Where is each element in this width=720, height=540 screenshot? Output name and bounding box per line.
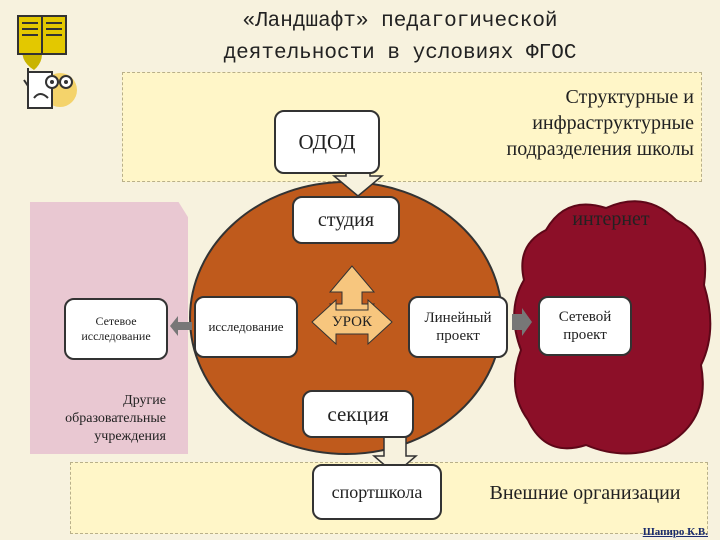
node-section-label: секция xyxy=(327,401,389,426)
node-network-project-label: Сетевой проект xyxy=(558,309,612,343)
node-lesson: УРОК xyxy=(326,314,378,331)
node-section: секция xyxy=(302,390,414,438)
other-institutions-line-2: образовательные xyxy=(65,411,166,426)
node-research-label: исследование xyxy=(208,319,284,334)
structural-line-1: Структурные и xyxy=(565,86,694,108)
node-network-project: Сетевой проект xyxy=(538,296,632,356)
author-signature: Шапиро К.В. xyxy=(642,526,708,538)
arrow-right xyxy=(512,308,532,336)
node-linear-project: Линейный проект xyxy=(408,296,508,358)
node-research: исследование xyxy=(194,296,298,358)
page-title: «Ландшафт» педагогической деятельности в… xyxy=(120,6,680,70)
structural-line-3: подразделения школы xyxy=(506,138,695,160)
node-studio-label: студия xyxy=(317,208,375,231)
node-network-research-label: Сетевое исследование xyxy=(81,314,151,343)
node-odod: ОДОД xyxy=(274,110,380,174)
node-studio: студия xyxy=(292,196,400,244)
node-linear-project-label: Линейный проект xyxy=(424,310,492,344)
structural-line-2: инфраструктурные xyxy=(532,112,694,134)
arrow-horizontal xyxy=(311,298,393,346)
node-odod-label: ОДОД xyxy=(298,129,356,154)
title-line-2: деятельности в условиях ФГОС xyxy=(223,42,577,65)
node-external-label: Внешние организации xyxy=(489,482,681,504)
arrow-left xyxy=(170,316,192,336)
node-structural: Структурные и инфраструктурные подраздел… xyxy=(448,84,695,162)
node-other-institutions: Другие образовательные учреждения xyxy=(34,392,166,446)
title-line-1: «Ландшафт» педагогической xyxy=(242,10,558,33)
other-institutions-line-3: учреждения xyxy=(94,429,166,444)
node-internet: интернет xyxy=(556,208,666,231)
node-internet-label: интернет xyxy=(572,208,650,230)
other-institutions-line-1: Другие xyxy=(123,393,166,408)
node-sport-school: спортшкола xyxy=(312,464,442,520)
node-lesson-label: УРОК xyxy=(332,314,372,330)
node-network-research: Сетевое исследование xyxy=(64,298,168,360)
node-external: Внешние организации xyxy=(468,482,702,505)
top-band xyxy=(122,72,702,182)
glasses-icon xyxy=(27,71,77,109)
node-sport-school-label: спортшкола xyxy=(331,481,423,502)
